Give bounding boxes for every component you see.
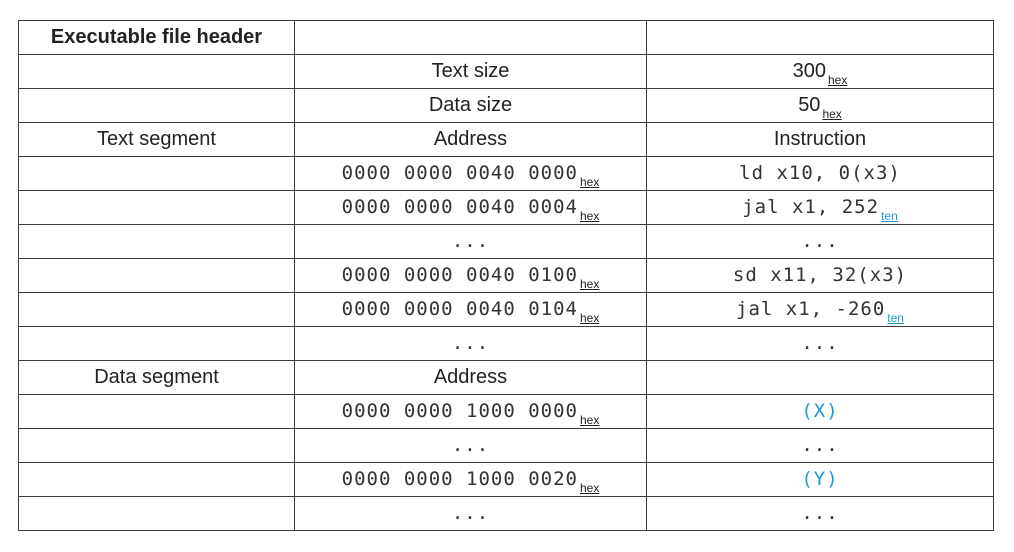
address-value: 0000 0000 0040 0100: [341, 264, 578, 286]
empty-cell: [294, 20, 647, 55]
data-value: ...: [801, 502, 839, 524]
address-cell: ...: [294, 224, 647, 259]
instruction-value: ...: [801, 332, 839, 354]
data-value: (X): [801, 400, 839, 422]
address-value: ...: [451, 332, 490, 354]
data-value-cell: (X): [646, 394, 994, 429]
data-size-unit: hex: [822, 107, 842, 121]
data-address-header: Address: [294, 360, 647, 395]
text-address-header: Address: [294, 122, 647, 157]
header-title: Executable file header: [18, 20, 295, 55]
data-value-cell: ...: [646, 496, 994, 531]
instruction-cell: ...: [646, 224, 994, 259]
table-row: ......: [18, 428, 994, 463]
instruction-header: Instruction: [646, 122, 994, 157]
address-unit: hex: [579, 175, 600, 189]
address-value: ...: [451, 502, 490, 524]
address-value: ...: [451, 434, 490, 456]
empty-cell: [18, 258, 295, 293]
data-value-cell: ...: [646, 428, 994, 463]
address-cell: ...: [294, 428, 647, 463]
instruction-unit: ten: [887, 311, 904, 325]
empty-cell: [18, 224, 295, 259]
address-unit: hex: [579, 413, 600, 427]
data-value: (Y): [801, 468, 839, 490]
text-size-value: 300: [792, 60, 826, 82]
instruction-cell: sd x11, 32(x3): [646, 258, 994, 293]
text-segment-label: Text segment: [18, 122, 295, 157]
data-segment-label: Data segment: [18, 360, 295, 395]
table-row: Executable file header: [18, 20, 994, 55]
instruction-value: ld x10, 0(x3): [739, 162, 901, 184]
data-size-label: Data size: [294, 88, 647, 123]
empty-cell: [646, 360, 994, 395]
empty-cell: [18, 326, 295, 361]
instruction-cell: ld x10, 0(x3): [646, 156, 994, 191]
data-value: ...: [801, 434, 839, 456]
instruction-value: jal x1, -260: [736, 298, 886, 320]
instruction-cell: ...: [646, 326, 994, 361]
table-row: Data segment Address: [18, 360, 994, 395]
address-value: 0000 0000 1000 0020: [341, 468, 578, 490]
address-value: 0000 0000 0040 0000: [341, 162, 578, 184]
text-size-unit: hex: [828, 73, 848, 87]
address-value: 0000 0000 1000 0000: [341, 400, 578, 422]
empty-cell: [18, 190, 295, 225]
instruction-value: jal x1, 252: [742, 196, 880, 218]
table-row: ......: [18, 224, 994, 259]
address-unit: hex: [579, 311, 600, 325]
address-value: 0000 0000 0040 0004: [341, 196, 578, 218]
table-row: Text segment Address Instruction: [18, 122, 994, 157]
table-row: ......: [18, 496, 994, 531]
address-unit: hex: [579, 209, 600, 223]
empty-cell: [18, 156, 295, 191]
empty-cell: [18, 88, 295, 123]
empty-cell: [18, 292, 295, 327]
empty-cell: [18, 428, 295, 463]
text-size-label: Text size: [294, 54, 647, 89]
instruction-value: ...: [801, 230, 839, 252]
empty-cell: [18, 496, 295, 531]
address-unit: hex: [579, 277, 600, 291]
address-cell: ...: [294, 496, 647, 531]
instruction-unit: ten: [881, 209, 898, 223]
data-value-cell: (Y): [646, 462, 994, 497]
empty-cell: [18, 54, 295, 89]
empty-cell: [18, 394, 295, 429]
address-value: ...: [451, 230, 490, 252]
empty-cell: [646, 20, 994, 55]
data-size-value: 50: [798, 94, 821, 116]
address-cell: ...: [294, 326, 647, 361]
address-value: 0000 0000 0040 0104: [341, 298, 578, 320]
empty-cell: [18, 462, 295, 497]
address-unit: hex: [579, 481, 600, 495]
instruction-value: sd x11, 32(x3): [732, 264, 908, 286]
table-row: ......: [18, 326, 994, 361]
